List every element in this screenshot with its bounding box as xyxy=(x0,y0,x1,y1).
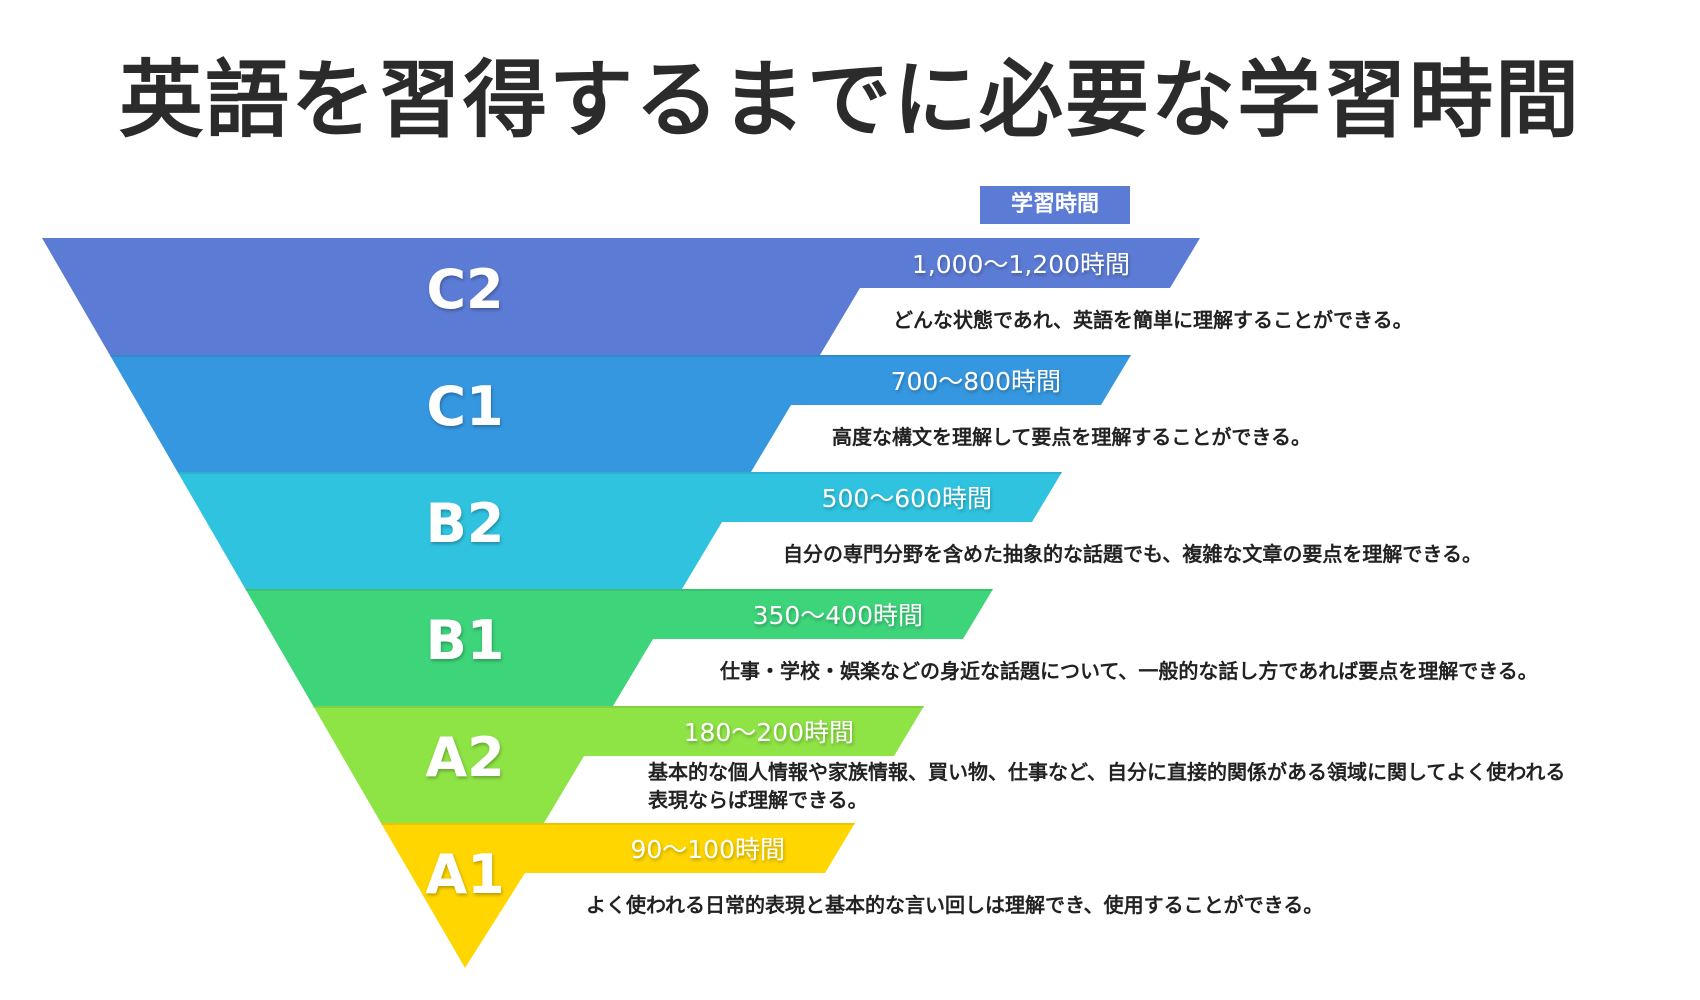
level-description-c2: どんな状態であれ、英語を簡単に理解することができる。 xyxy=(893,306,1413,334)
level-band-a1 xyxy=(381,823,855,968)
description-line: よく使われる日常的表現と基本的な言い回しは理解でき、使用することができる。 xyxy=(586,893,1324,917)
level-band-c1 xyxy=(109,355,1132,472)
level-label-a2: A2 xyxy=(425,726,504,789)
level-description-a1: よく使われる日常的表現と基本的な言い回しは理解でき、使用することができる。 xyxy=(586,891,1323,919)
description-line: 表現ならば理解できる。 xyxy=(648,788,868,812)
level-band-a2 xyxy=(313,706,924,823)
level-band-c2 xyxy=(42,238,1200,355)
hours-label-c1: 700〜800時間 xyxy=(891,367,1061,396)
level-description-c1: 高度な構文を理解して要点を理解することができる。 xyxy=(832,423,1311,451)
hours-label-b1: 350〜400時間 xyxy=(753,601,923,630)
level-label-b2: B2 xyxy=(426,492,505,555)
hours-label-a1: 90〜100時間 xyxy=(630,835,785,864)
description-line: 高度な構文を理解して要点を理解することができる。 xyxy=(832,425,1311,449)
page-title: 英語を習得するまでに必要な学習時間 xyxy=(118,51,1581,149)
description-line: 基本的な個人情報や家族情報、買い物、仕事など、自分に直接的関係がある領域に関して… xyxy=(648,760,1566,784)
level-band-b1 xyxy=(245,589,993,706)
description-line: 自分の専門分野を含めた抽象的な話題でも、複雑な文章の要点を理解できる。 xyxy=(783,542,1482,566)
level-description-b2: 自分の専門分野を含めた抽象的な話題でも、複雑な文章の要点を理解できる。 xyxy=(783,540,1482,568)
hours-label-a2: 180〜200時間 xyxy=(684,718,854,747)
level-label-a1: A1 xyxy=(425,843,504,906)
study-time-header-badge: 学習時間 xyxy=(980,186,1130,224)
description-line: どんな状態であれ、英語を簡単に理解することができる。 xyxy=(893,308,1413,332)
level-band-b2 xyxy=(177,472,1063,589)
level-label-b1: B1 xyxy=(426,609,505,672)
hours-label-b2: 500〜600時間 xyxy=(822,484,992,513)
hours-label-c2: 1,000〜1,200時間 xyxy=(912,250,1130,279)
level-description-b1: 仕事・学校・娯楽などの身近な話題について、一般的な話し方であれば要点を理解できる… xyxy=(720,657,1538,685)
level-description-a2: 基本的な個人情報や家族情報、買い物、仕事など、自分に直接的関係がある領域に関して… xyxy=(648,758,1565,814)
level-label-c1: C1 xyxy=(426,375,503,438)
level-label-c2: C2 xyxy=(426,258,503,321)
description-line: 仕事・学校・娯楽などの身近な話題について、一般的な話し方であれば要点を理解できる… xyxy=(720,659,1538,683)
